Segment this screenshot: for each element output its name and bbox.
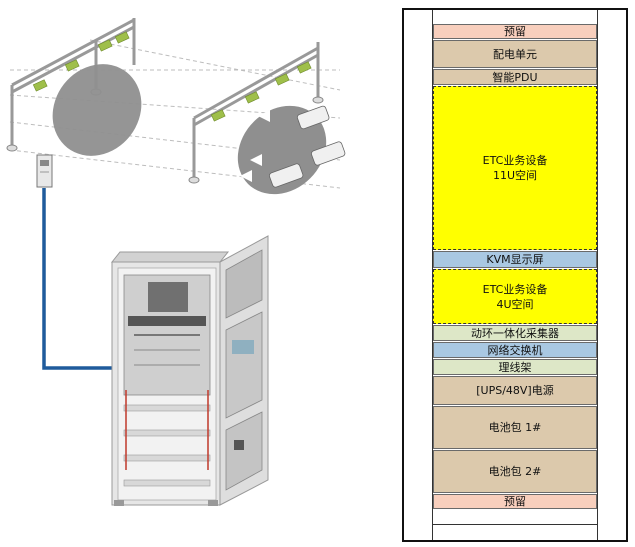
slot-reserved-bottom: 预留 (433, 494, 597, 509)
cabinet-illustration (110, 235, 269, 506)
rack-right-post (597, 10, 626, 540)
slot-power-distribution: 配电单元 (433, 40, 597, 68)
slot-network-switch: 网络交换机 (433, 342, 597, 358)
slot-env-monitor: 动环一体化采集器 (433, 325, 597, 341)
slot-cable-manager: 理线架 (433, 359, 597, 375)
slot-reserved-top: 预留 (433, 24, 597, 39)
network-cable (42, 188, 124, 370)
lane-zone-right (237, 105, 346, 195)
right-gantry (188, 42, 324, 184)
slot-battery-2: 电池包 2# (433, 450, 597, 493)
slot-ups-power: [UPS/48V]电源 (433, 376, 597, 405)
slot-battery-1: 电池包 1# (433, 406, 597, 449)
slot-kvm-display: KVM显示屏 (433, 251, 597, 268)
rack-bottom-rail (432, 524, 598, 540)
site-illustration (6, 18, 346, 506)
lane-zone-left (52, 64, 142, 156)
left-gantry (6, 18, 136, 152)
slot-etc-11u: ETC业务设备 11U空间 (433, 86, 597, 250)
rack-left-post (404, 10, 433, 540)
roadside-device (36, 154, 53, 188)
slot-smart-pdu: 智能PDU (433, 69, 597, 85)
slot-etc-4u: ETC业务设备 4U空间 (433, 269, 597, 324)
